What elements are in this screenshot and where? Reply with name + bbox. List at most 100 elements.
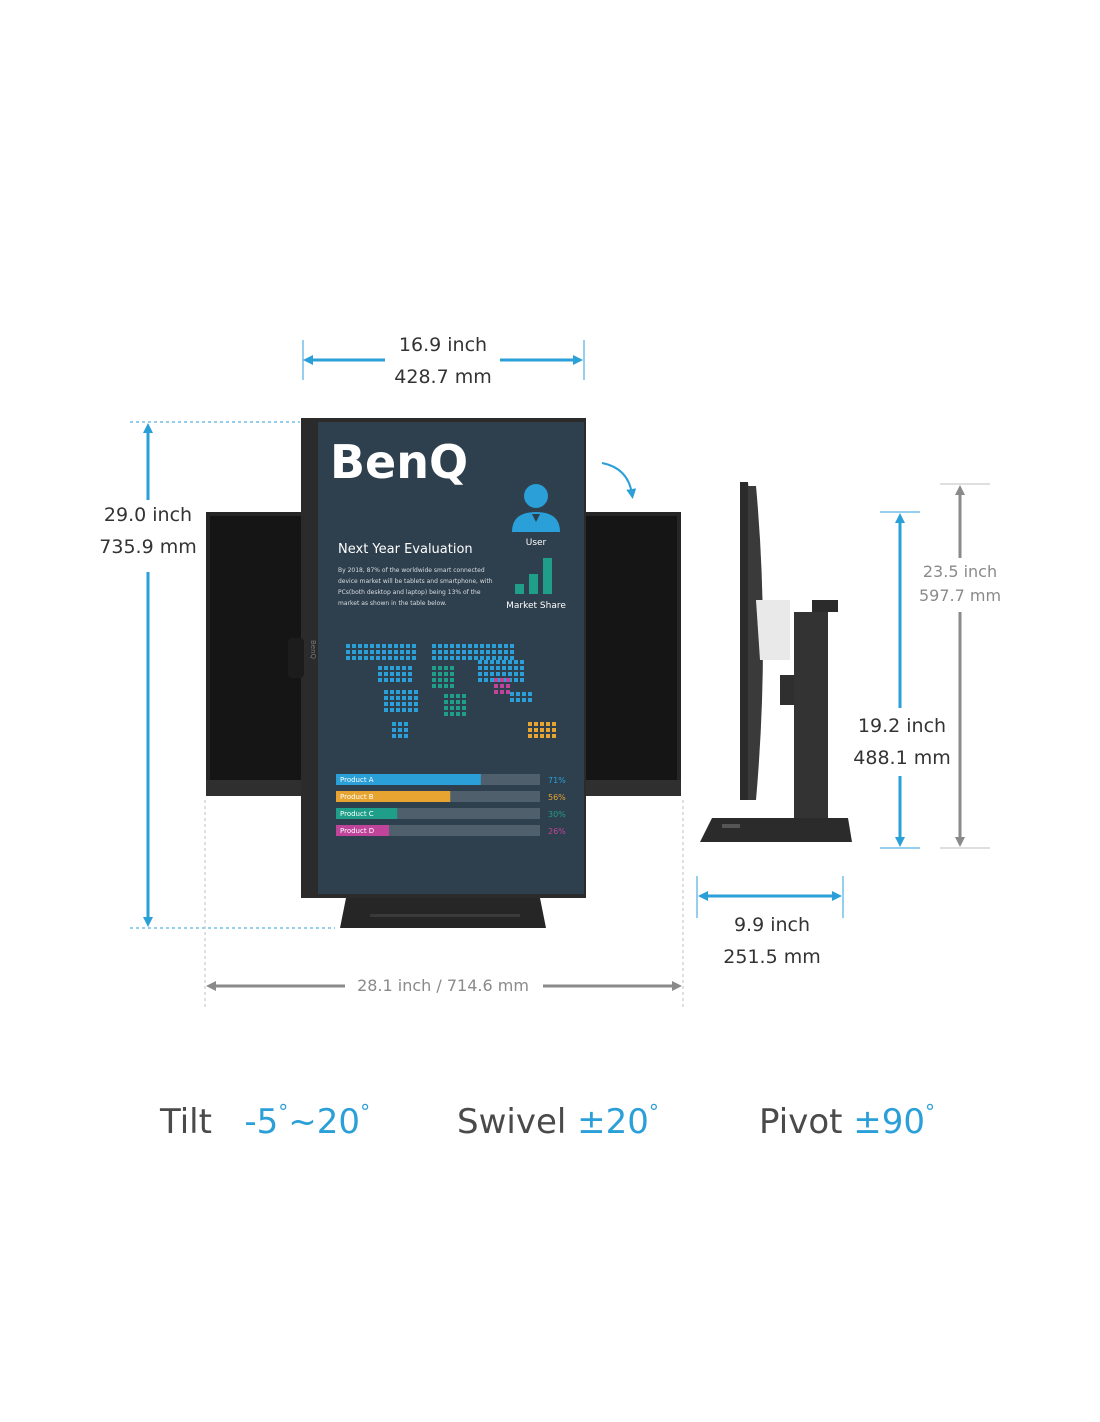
- degree-symbol: °: [360, 1100, 371, 1124]
- map-dot: [504, 644, 508, 648]
- map-dot: [494, 690, 498, 694]
- map-dot: [390, 702, 394, 706]
- map-dot: [546, 728, 550, 732]
- map-dot: [528, 734, 532, 738]
- map-dot: [404, 728, 408, 732]
- map-dot: [504, 656, 508, 660]
- map-dot: [474, 656, 478, 660]
- map-dot: [384, 696, 388, 700]
- degree-symbol: °: [278, 1100, 289, 1124]
- product-percent: 30%: [548, 810, 566, 819]
- height-inch: 29.0 inch: [103, 504, 193, 526]
- map-dot: [480, 650, 484, 654]
- map-dot: [504, 650, 508, 654]
- map-dot: [408, 702, 412, 706]
- swivel-spec: Swivel ±20°: [457, 1100, 659, 1142]
- map-dot: [486, 656, 490, 660]
- pivot-spec: Pivot ±90°: [759, 1100, 935, 1142]
- map-dot: [456, 656, 460, 660]
- map-dot: [432, 650, 436, 654]
- map-dot: [540, 734, 544, 738]
- map-dot: [502, 672, 506, 676]
- map-dot: [462, 656, 466, 660]
- map-dot: [364, 650, 368, 654]
- map-dot: [432, 644, 436, 648]
- map-dot: [490, 672, 494, 676]
- map-dot: [384, 672, 388, 676]
- map-dot: [502, 666, 506, 670]
- map-dot: [528, 728, 532, 732]
- map-dot: [490, 678, 494, 682]
- map-dot: [384, 690, 388, 694]
- map-dot: [382, 644, 386, 648]
- map-dot: [462, 650, 466, 654]
- map-dot: [486, 644, 490, 648]
- map-dot: [492, 644, 496, 648]
- map-dot: [450, 666, 454, 670]
- product-percent: 71%: [548, 776, 566, 785]
- map-dot: [480, 656, 484, 660]
- map-dot: [388, 650, 392, 654]
- map-dot: [500, 690, 504, 694]
- map-dot: [400, 656, 404, 660]
- screen-brand-logo: BenQ: [330, 435, 468, 489]
- map-dot: [496, 672, 500, 676]
- map-dot: [490, 666, 494, 670]
- map-dot: [406, 656, 410, 660]
- side-max-height-label: 23.5 inch 597.7 mm: [900, 560, 1020, 608]
- map-dot: [378, 678, 382, 682]
- map-dot: [402, 702, 406, 706]
- map-dot: [474, 650, 478, 654]
- map-dot: [514, 660, 518, 664]
- map-dot: [438, 672, 442, 676]
- map-dot: [474, 644, 478, 648]
- map-dot: [498, 644, 502, 648]
- map-dot: [432, 678, 436, 682]
- map-dot: [432, 672, 436, 676]
- map-dot: [438, 644, 442, 648]
- map-dot: [438, 656, 442, 660]
- map-dot: [346, 650, 350, 654]
- map-dot: [450, 656, 454, 660]
- swivel-value: ±20: [577, 1102, 649, 1142]
- map-dot: [404, 722, 408, 726]
- map-dot: [520, 666, 524, 670]
- product-name: Product C: [340, 810, 374, 818]
- map-dot: [390, 666, 394, 670]
- map-dot: [552, 722, 556, 726]
- map-dot: [444, 656, 448, 660]
- map-dot: [396, 678, 400, 682]
- map-dot: [402, 708, 406, 712]
- pivot-value: ±90: [853, 1102, 926, 1142]
- map-dot: [444, 700, 448, 704]
- product-bar-fill: [336, 791, 451, 802]
- map-dot: [450, 700, 454, 704]
- map-dot: [456, 700, 460, 704]
- map-dot: [392, 728, 396, 732]
- map-dot: [522, 692, 526, 696]
- map-dot: [398, 722, 402, 726]
- map-dot: [438, 666, 442, 670]
- map-dot: [508, 666, 512, 670]
- width-mm: 428.7 mm: [394, 366, 492, 388]
- pivot-arrow: [601, 462, 637, 499]
- map-dot: [462, 706, 466, 710]
- map-dot: [406, 650, 410, 654]
- map-dot: [394, 644, 398, 648]
- map-dot: [520, 672, 524, 676]
- map-dot: [450, 678, 454, 682]
- map-dot: [468, 656, 472, 660]
- map-dot: [468, 644, 472, 648]
- map-dot: [462, 694, 466, 698]
- product-bar-track: [336, 825, 540, 836]
- pivot-label: Pivot: [759, 1102, 843, 1142]
- map-dot: [520, 678, 524, 682]
- map-dot: [450, 684, 454, 688]
- height-label: 29.0 inch 735.9 mm: [88, 499, 208, 563]
- map-dot: [398, 728, 402, 732]
- tilt-min-value: -5: [244, 1102, 279, 1142]
- map-dot: [444, 666, 448, 670]
